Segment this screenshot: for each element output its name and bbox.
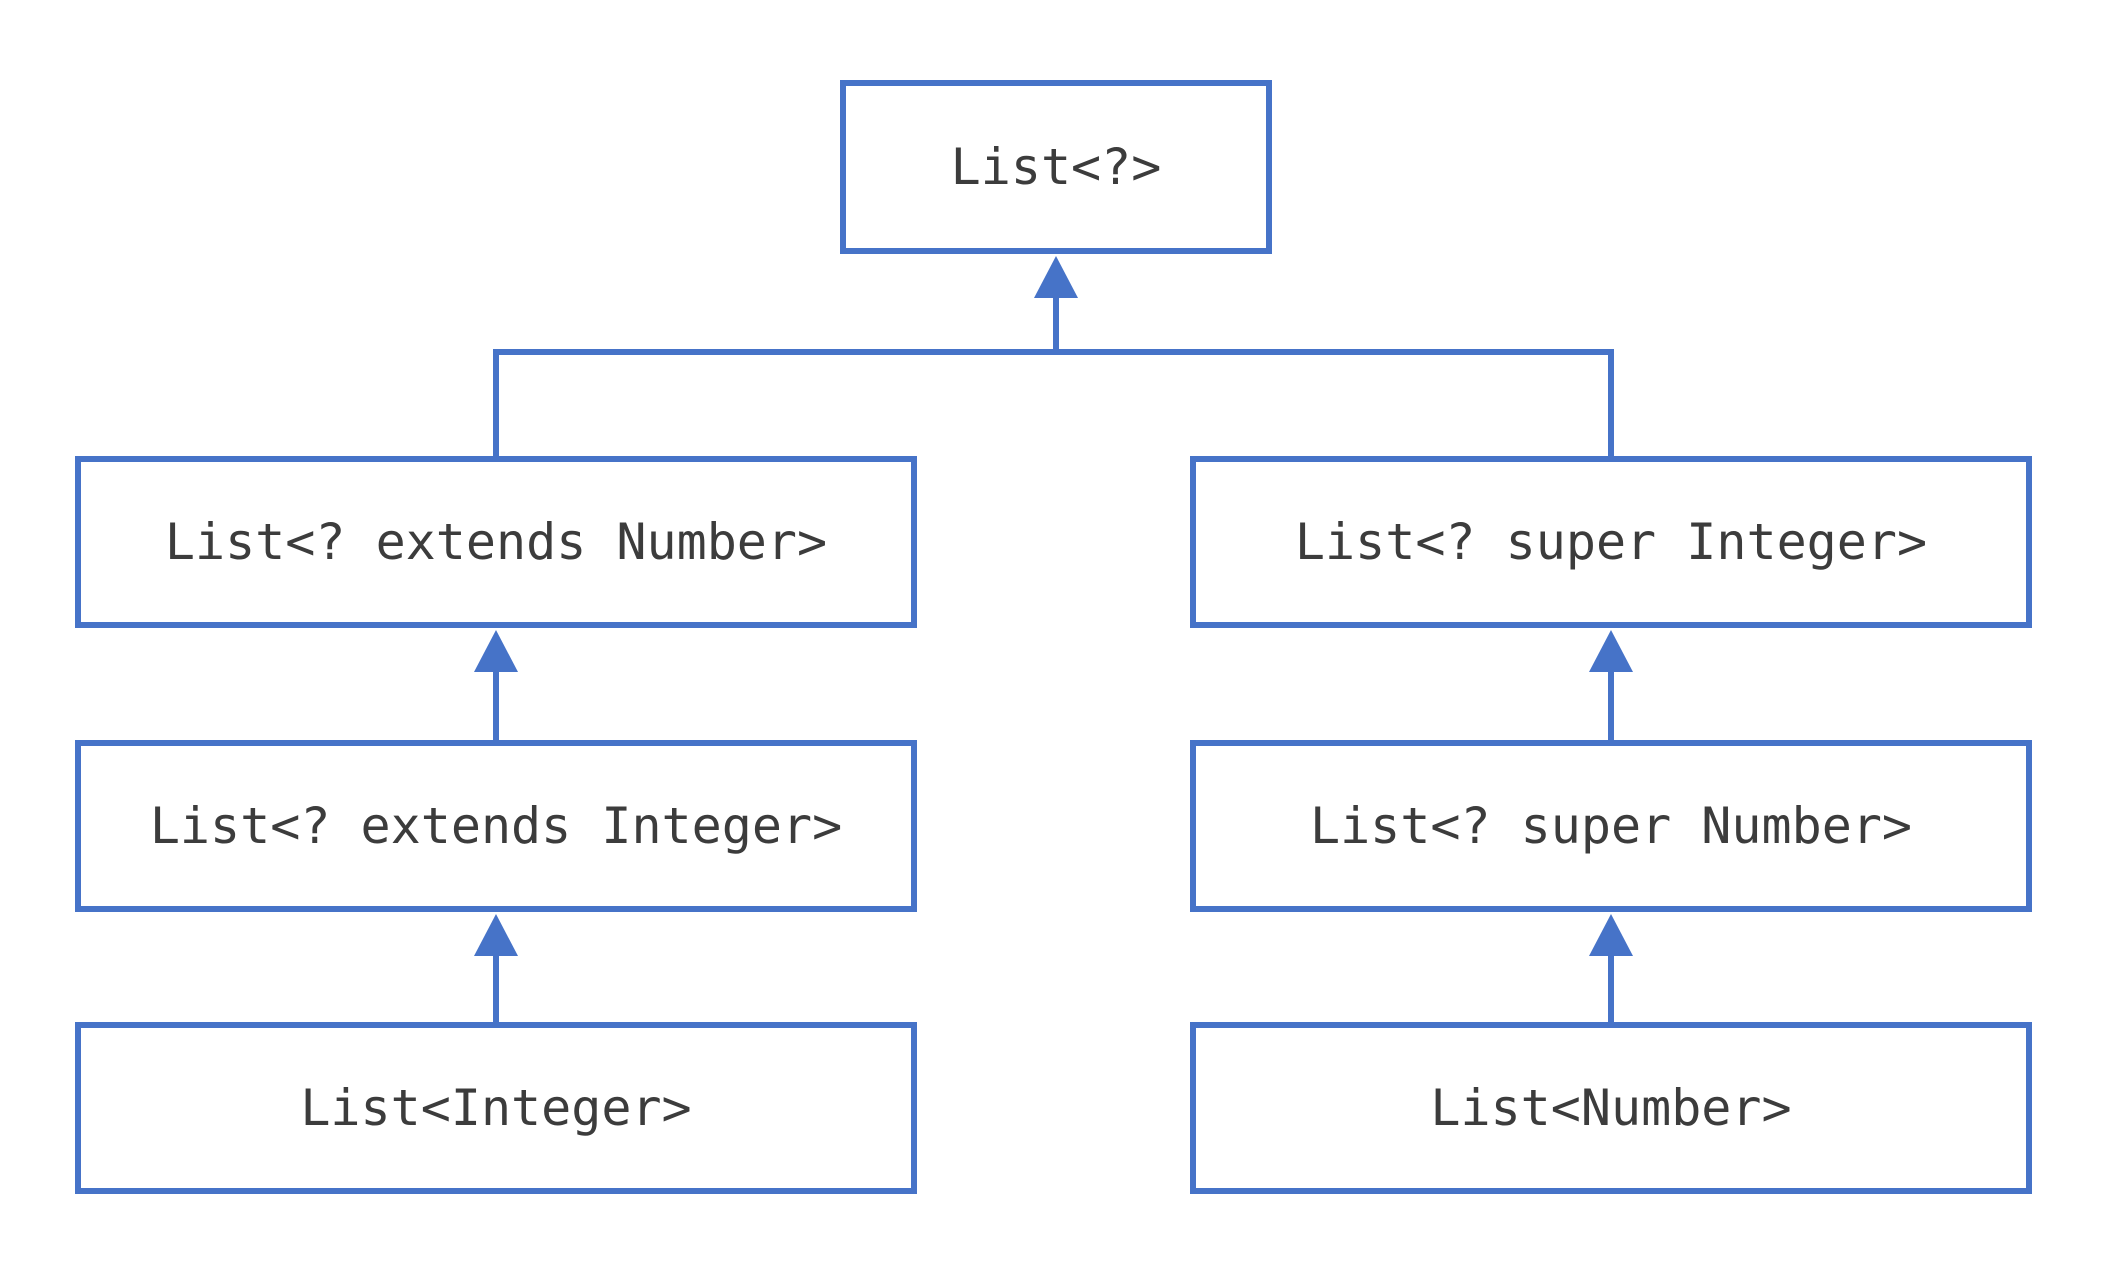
edge-branches-to-root-arrow: [1034, 256, 1078, 352]
node-list-extends-integer: List<? extends Integer>: [75, 740, 917, 912]
arrow-up-icon: [474, 914, 518, 956]
arrow-up-icon: [1589, 914, 1633, 956]
node-label: List<Integer>: [300, 1079, 692, 1137]
node-list-super-number: List<? super Number>: [1190, 740, 2032, 912]
edge-super-number-to-super-integer: [1589, 630, 1633, 742]
node-label: List<? super Number>: [1309, 797, 1913, 855]
node-list-number: List<Number>: [1190, 1022, 2032, 1194]
arrow-up-icon: [1034, 256, 1078, 298]
arrow-up-icon: [1589, 630, 1633, 672]
node-label: List<? extends Number>: [164, 513, 828, 571]
edge-list-integer-to-extends-integer: [474, 914, 518, 1024]
edge-branch-bracket: [493, 349, 1614, 458]
arrow-up-icon: [474, 630, 518, 672]
node-label: List<? super Integer>: [1294, 513, 1928, 571]
node-label: List<Number>: [1430, 1079, 1792, 1137]
node-list-extends-number: List<? extends Number>: [75, 456, 917, 628]
node-list-super-integer: List<? super Integer>: [1190, 456, 2032, 628]
node-list-wildcard: List<?>: [840, 80, 1272, 254]
node-label: List<?>: [950, 138, 1162, 196]
edge-extends-integer-to-extends-number: [474, 630, 518, 742]
node-label: List<? extends Integer>: [149, 797, 843, 855]
edge-list-number-to-super-number: [1589, 914, 1633, 1024]
node-list-integer: List<Integer>: [75, 1022, 917, 1194]
